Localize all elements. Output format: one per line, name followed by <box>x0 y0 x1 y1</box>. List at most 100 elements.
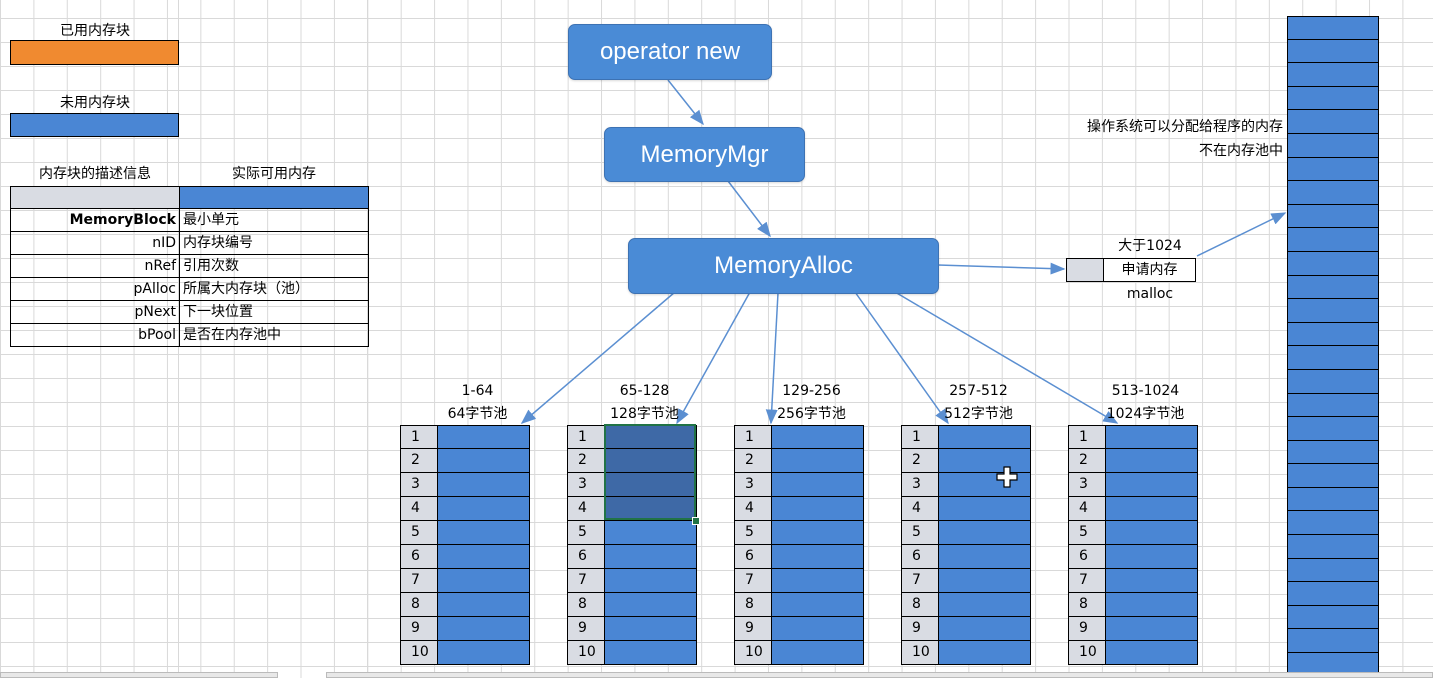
os-memory-block[interactable] <box>1287 251 1379 276</box>
pool-memory-cell[interactable] <box>939 497 1031 521</box>
memory-mgr-box[interactable]: MemoryMgr <box>604 127 805 182</box>
desc-value[interactable]: 下一块位置 <box>179 299 369 324</box>
os-memory-block[interactable] <box>1287 181 1379 205</box>
pool-memory-cell[interactable] <box>939 617 1031 641</box>
pool-row-number[interactable]: 7 <box>400 569 438 593</box>
pool-memory-cell[interactable] <box>1106 593 1198 617</box>
pool-row-number[interactable]: 10 <box>567 641 605 665</box>
pool-row-number[interactable]: 2 <box>901 449 939 473</box>
os-memory-block[interactable] <box>1287 582 1379 606</box>
cell-selection-outline[interactable] <box>604 424 696 520</box>
pool-row-number[interactable]: 1 <box>901 425 939 449</box>
pool-row-number[interactable]: 8 <box>1068 593 1106 617</box>
pool-memory-cell[interactable] <box>605 569 697 593</box>
pool-row-number[interactable]: 3 <box>901 473 939 497</box>
desc-key[interactable]: pNext <box>10 299 180 324</box>
desc-value[interactable]: 最小单元 <box>179 207 369 232</box>
pool-row-number[interactable]: 6 <box>567 545 605 569</box>
pool-row-number[interactable]: 9 <box>901 617 939 641</box>
desc-value[interactable]: 是否在内存池中 <box>179 322 369 347</box>
pool-row-number[interactable]: 3 <box>400 473 438 497</box>
pool-row-number[interactable]: 9 <box>567 617 605 641</box>
pool-row-number[interactable]: 2 <box>1068 449 1106 473</box>
pool-memory-cell[interactable] <box>1106 641 1198 665</box>
pool-memory-cell[interactable] <box>438 593 530 617</box>
pool-row-number[interactable]: 10 <box>1068 641 1106 665</box>
pool-memory-cell[interactable] <box>1106 617 1198 641</box>
pool-row-number[interactable]: 1 <box>567 425 605 449</box>
desc-header-left[interactable]: 内存块的描述信息 <box>39 165 151 182</box>
pool-memory-cell[interactable] <box>772 545 864 569</box>
desc-key[interactable]: nID <box>10 230 180 255</box>
pool-memory-cell[interactable] <box>772 521 864 545</box>
pool-memory-cell[interactable] <box>1106 521 1198 545</box>
pool-row-number[interactable]: 6 <box>1068 545 1106 569</box>
os-memory-block[interactable] <box>1287 86 1379 111</box>
malloc-grey-cell[interactable] <box>1066 258 1104 282</box>
os-memory-block[interactable] <box>1287 204 1379 229</box>
pool-memory-cell[interactable] <box>605 449 697 473</box>
pool-memory-cell[interactable] <box>438 473 530 497</box>
pool-row-number[interactable]: 6 <box>734 545 772 569</box>
pool-memory-cell[interactable] <box>605 425 697 449</box>
pool-memory-cell[interactable] <box>1106 545 1198 569</box>
os-memory-block[interactable] <box>1287 511 1379 536</box>
pool-memory-cell[interactable] <box>1106 473 1198 497</box>
pool-row-number[interactable]: 4 <box>1068 497 1106 521</box>
pool-row-number[interactable]: 5 <box>734 521 772 545</box>
pool-row-number[interactable]: 10 <box>734 641 772 665</box>
pool-row-number[interactable]: 5 <box>567 521 605 545</box>
request-memory-cell[interactable]: 申请内存 <box>1104 258 1196 282</box>
pool-row-number[interactable]: 5 <box>1068 521 1106 545</box>
os-memory-block[interactable] <box>1287 16 1379 40</box>
os-memory-block[interactable] <box>1287 133 1379 158</box>
os-memory-block[interactable] <box>1287 558 1379 583</box>
pool-memory-cell[interactable] <box>939 545 1031 569</box>
horizontal-scrollbar[interactable] <box>326 672 1433 678</box>
pool-row-number[interactable]: 5 <box>400 521 438 545</box>
pool-memory-cell[interactable] <box>772 473 864 497</box>
pool-row-number[interactable]: 7 <box>1068 569 1106 593</box>
os-memory-block[interactable] <box>1287 346 1379 370</box>
pool-row-number[interactable]: 1 <box>1068 425 1106 449</box>
pool-memory-cell[interactable] <box>939 449 1031 473</box>
operator-new-box[interactable]: operator new <box>568 24 772 80</box>
desc-header-right[interactable]: 实际可用内存 <box>232 165 316 182</box>
pool-memory-cell[interactable] <box>438 521 530 545</box>
pool-memory-cell[interactable] <box>605 617 697 641</box>
pool-row-number[interactable]: 2 <box>734 449 772 473</box>
pool-row-number[interactable]: 7 <box>734 569 772 593</box>
pool-row-number[interactable]: 6 <box>901 545 939 569</box>
pool-row-number[interactable]: 5 <box>901 521 939 545</box>
pool-row-number[interactable]: 3 <box>734 473 772 497</box>
sheet-tab-scrollbar[interactable] <box>0 672 278 678</box>
os-memory-block[interactable] <box>1287 393 1379 418</box>
pool-row-number[interactable]: 4 <box>567 497 605 521</box>
pool-memory-cell[interactable] <box>1106 449 1198 473</box>
os-memory-block[interactable] <box>1287 535 1379 559</box>
pool-memory-cell[interactable] <box>772 641 864 665</box>
pool-row-number[interactable]: 9 <box>734 617 772 641</box>
pool-row-number[interactable]: 8 <box>734 593 772 617</box>
desc-value[interactable]: 引用次数 <box>179 253 369 278</box>
pool-memory-cell[interactable] <box>772 593 864 617</box>
used-block-swatch[interactable] <box>10 40 179 65</box>
pool-row-number[interactable]: 2 <box>400 449 438 473</box>
pool-memory-cell[interactable] <box>772 497 864 521</box>
pool-memory-cell[interactable] <box>1106 425 1198 449</box>
os-memory-block[interactable] <box>1287 110 1379 134</box>
pool-row-number[interactable]: 8 <box>567 593 605 617</box>
pool-row-number[interactable]: 2 <box>567 449 605 473</box>
pool-memory-cell[interactable] <box>438 497 530 521</box>
os-memory-block[interactable] <box>1287 275 1379 300</box>
pool-row-number[interactable]: 4 <box>734 497 772 521</box>
pool-memory-cell[interactable] <box>438 569 530 593</box>
pool-memory-cell[interactable] <box>939 641 1031 665</box>
pool-row-number[interactable]: 10 <box>400 641 438 665</box>
pool-row-number[interactable]: 8 <box>400 593 438 617</box>
os-memory-block[interactable] <box>1287 369 1379 394</box>
memory-alloc-box[interactable]: MemoryAlloc <box>628 238 939 294</box>
os-memory-block[interactable] <box>1287 487 1379 512</box>
pool-memory-cell[interactable] <box>605 473 697 497</box>
pool-memory-cell[interactable] <box>605 545 697 569</box>
